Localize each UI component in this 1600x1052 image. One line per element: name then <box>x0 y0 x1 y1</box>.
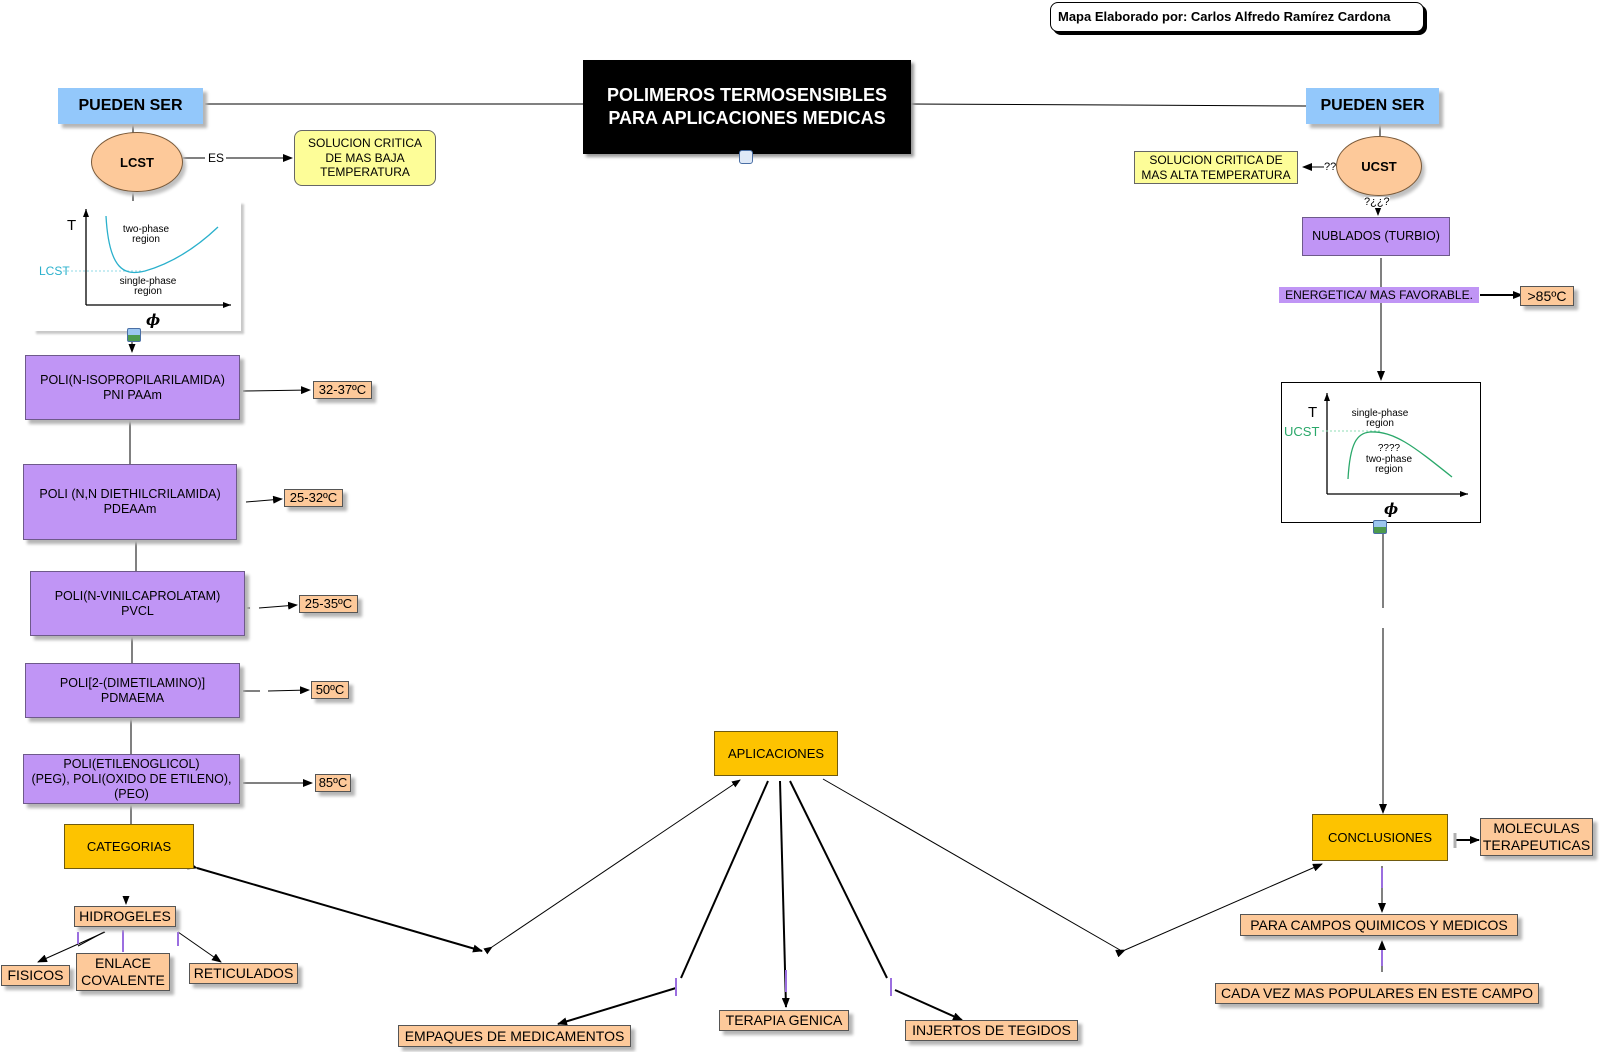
lcst-curve <box>105 215 219 274</box>
temp-peg[interactable]: 85ºC <box>315 774 351 792</box>
main-title: POLIMEROS TERMOSENSIBLES PARA APLICACION… <box>583 60 911 154</box>
lcst-t-axis: T <box>67 217 76 234</box>
note-icon[interactable] <box>739 150 753 164</box>
empaques-node[interactable]: EMPAQUES DE MEDICAMENTOS <box>398 1025 631 1047</box>
lcst-node[interactable]: LCST <box>91 132 183 192</box>
temp-pdeaam[interactable]: 25-32ºC <box>284 489 343 507</box>
campos-node[interactable]: PARA CAMPOS QUIMICOS Y MEDICOS <box>1240 914 1518 936</box>
moleculas-node[interactable]: MOLECULAS TERAPEUTICAS <box>1480 818 1593 856</box>
lcst-graph: T LCST ϕ two-phase region single-phase r… <box>33 201 241 331</box>
categorias-node[interactable]: CATEGORIAS <box>64 824 194 869</box>
temp-pvcl[interactable]: 25-35ºC <box>299 595 358 613</box>
hidrogeles-node[interactable]: HIDROGELES <box>74 906 176 927</box>
polymer-pvcl[interactable]: POLI(N-VINILCAPROLATAM) PVCL <box>30 571 245 636</box>
question-label: ?? <box>1324 161 1337 173</box>
injertos-node[interactable]: INJERTOS DE TEGIDOS <box>905 1020 1078 1041</box>
polymer-pdeaam[interactable]: POLI (N,N DIETHILCRILAMIDA) PDEAAm <box>23 464 237 540</box>
ucst-node[interactable]: UCST <box>1336 136 1422 196</box>
polymer-pnipaam[interactable]: POLI(N-ISOPROPILARILAMIDA) PNI PAAm <box>25 355 240 420</box>
enlace-covalente-node[interactable]: ENLACE COVALENTE <box>76 953 170 991</box>
ucst-critical-label: UCST <box>1284 424 1319 439</box>
nublados-node[interactable]: NUBLADOS (TURBIO) <box>1302 217 1450 256</box>
ucst-definition[interactable]: SOLUCION CRITICA DE MAS ALTA TEMPERATURA <box>1134 151 1298 184</box>
terapia-node[interactable]: TERAPIA GENICA <box>719 1010 849 1031</box>
image-icon-right[interactable] <box>1373 520 1387 534</box>
fisicos-node[interactable]: FISICOS <box>1 965 70 986</box>
right-pueden-ser: PUEDEN SER <box>1306 88 1439 124</box>
conclusiones-node[interactable]: CONCLUSIONES <box>1312 814 1448 861</box>
polymer-peg[interactable]: POLI(ETILENOGLICOL) (PEG), POLI(OXIDO DE… <box>23 754 240 804</box>
lcst-critical-label: LCST <box>39 264 70 278</box>
temp-pnipaam[interactable]: 32-37ºC <box>313 381 372 399</box>
ucst-x-axis: ϕ <box>1384 500 1398 518</box>
reticulados-node[interactable]: RETICULADOS <box>189 963 298 984</box>
polymer-pdmaema[interactable]: POLI[2-(DIMETILAMINO)] PDMAEMA <box>25 663 240 718</box>
left-pueden-ser: PUEDEN SER <box>58 88 203 124</box>
image-icon[interactable] <box>127 328 141 342</box>
aplicaciones-node[interactable]: APLICACIONES <box>714 731 838 776</box>
question-label-2: ?¿¿? <box>1364 196 1390 208</box>
ucst-graph: T UCST ϕ single-phase region ???? two-ph… <box>1281 382 1481 523</box>
populares-node[interactable]: CADA VEZ MAS POPULARES EN ESTE CAMPO <box>1215 983 1539 1004</box>
lcst-definition[interactable]: SOLUCION CRITICA DE MAS BAJA TEMPERATURA <box>294 130 436 186</box>
ucst-t-axis: T <box>1308 404 1317 421</box>
lcst-upper-region: two-phase region <box>122 223 170 245</box>
ucst-upper-region: single-phase region <box>1351 407 1409 429</box>
energetica-node[interactable]: ENERGETICA/ MAS FAVORABLE. <box>1279 287 1479 303</box>
temp-pdmaema[interactable]: 50ºC <box>311 681 349 699</box>
es-label: ES <box>206 151 227 165</box>
ucst-lower-region: ???? two-phase region <box>1365 443 1413 476</box>
author-credit: Mapa Elaborado por: Carlos Alfredo Ramír… <box>1050 2 1424 32</box>
lcst-x-axis: ϕ <box>146 311 160 329</box>
ucst-curve <box>1347 431 1453 480</box>
temp-ucst[interactable]: >85ºC <box>1520 286 1574 306</box>
lcst-lower-region: single-phase region <box>119 275 177 297</box>
